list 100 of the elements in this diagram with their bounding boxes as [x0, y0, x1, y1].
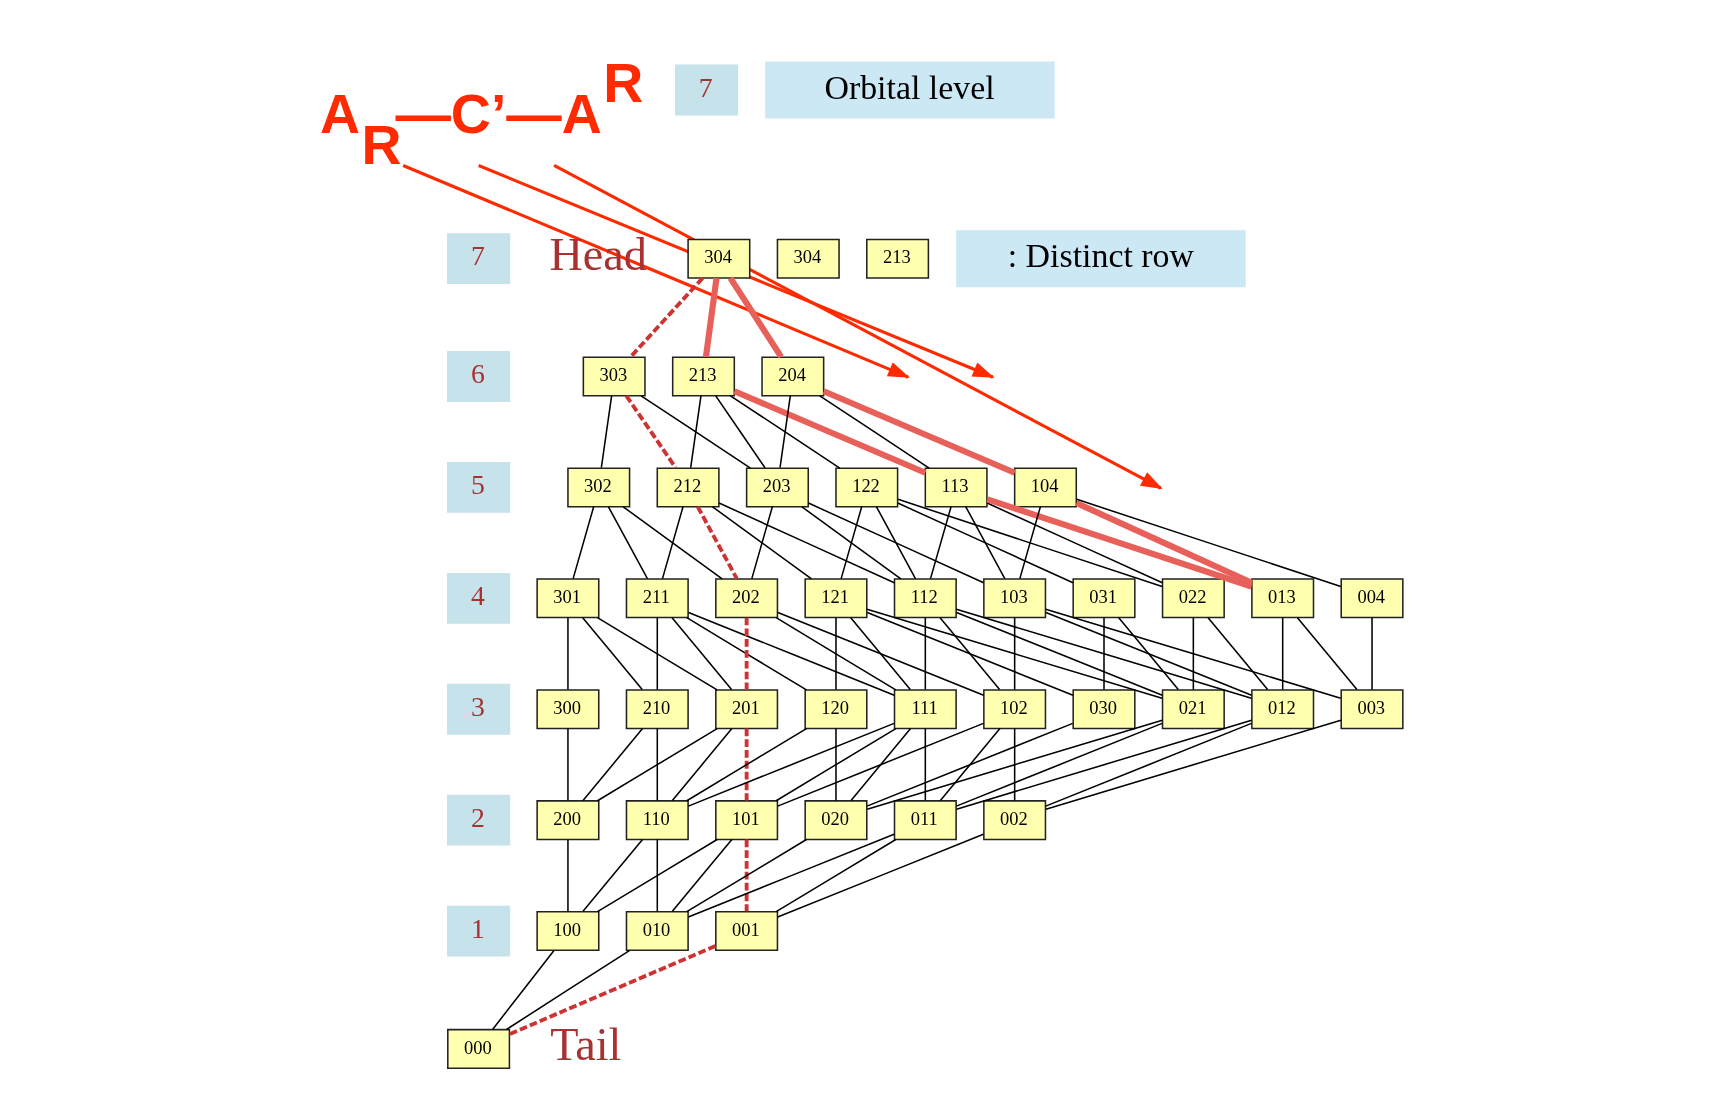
node-box: 201 [715, 689, 779, 730]
connector [711, 506, 813, 580]
connector [1045, 611, 1253, 696]
node-box: 101 [715, 800, 779, 841]
node-box: 100 [536, 911, 600, 952]
connector [775, 727, 897, 802]
connector [897, 502, 1074, 584]
connector [607, 506, 649, 580]
connector [687, 833, 895, 918]
node-box: 203 [745, 467, 809, 508]
node-box: 112 [893, 578, 957, 619]
node-box: Orbital level [765, 61, 1055, 119]
node-box: 200 [536, 800, 600, 841]
node-box: 304 [687, 238, 751, 279]
node-box: : Distinct row [956, 230, 1246, 288]
node-box: 304 [776, 238, 840, 279]
node-box: 003 [1340, 689, 1404, 730]
connector [1045, 719, 1342, 810]
connector [939, 616, 1001, 691]
connector [505, 949, 631, 1031]
node-box: 121 [804, 578, 868, 619]
connector [596, 616, 718, 691]
connector [1076, 498, 1342, 588]
node-box: 022 [1161, 578, 1225, 619]
connector [686, 616, 808, 691]
connector [822, 388, 1016, 476]
connector [850, 727, 912, 802]
connector [629, 276, 704, 359]
connector [622, 506, 723, 580]
connector [965, 506, 1006, 580]
node-box: 010 [625, 911, 689, 952]
connector [733, 388, 927, 476]
connector [567, 616, 569, 691]
connector [1013, 727, 1016, 802]
connector [687, 722, 895, 807]
connector [1192, 616, 1195, 691]
node-box: 213 [671, 356, 736, 397]
connector [819, 395, 930, 469]
connector [924, 616, 927, 691]
connector [1075, 500, 1253, 586]
connector [671, 838, 733, 913]
node-box: 001 [715, 911, 779, 952]
connector [1103, 616, 1105, 691]
connector [744, 617, 749, 690]
connector [744, 728, 749, 801]
node-box: 7 [675, 64, 739, 116]
node-box: 120 [804, 689, 868, 730]
node-box: 210 [625, 689, 689, 730]
connector [775, 838, 897, 913]
connector [596, 838, 718, 913]
node-box: 012 [1251, 689, 1315, 730]
connector [1118, 616, 1180, 691]
node-box: 013 [1251, 578, 1315, 619]
connector [567, 727, 569, 802]
node-box: 103 [983, 578, 1047, 619]
connector [751, 506, 774, 580]
node-box: 303 [582, 356, 646, 397]
connector [572, 506, 595, 580]
connector [689, 395, 702, 469]
node-box: 002 [983, 800, 1047, 841]
connector [849, 616, 911, 691]
connector [1019, 506, 1042, 580]
connector [714, 395, 766, 469]
connector [640, 395, 752, 469]
connector [656, 616, 659, 691]
node-box: 211 [625, 578, 689, 619]
connector [656, 727, 659, 802]
connector [729, 395, 841, 469]
node-box: 6 [447, 351, 511, 402]
connector [776, 722, 985, 807]
connector [955, 722, 1163, 807]
connector [986, 502, 1164, 584]
node-box: 113 [924, 467, 988, 508]
connector [727, 276, 784, 359]
connector [866, 611, 1074, 696]
node-box: 2 [447, 794, 511, 846]
node-box: 111 [893, 689, 957, 730]
connector [702, 277, 720, 358]
node-box: 212 [656, 467, 720, 508]
node-box: 301 [536, 578, 600, 619]
connector [801, 506, 902, 580]
connector [744, 839, 749, 912]
connector [835, 616, 837, 691]
connector [656, 838, 659, 913]
connector [1013, 616, 1016, 691]
connector [866, 719, 1164, 810]
connector [1207, 616, 1269, 691]
connector [508, 944, 717, 1036]
node-box: 300 [536, 689, 600, 730]
node-box: 000 [447, 1028, 511, 1069]
connector [840, 506, 863, 580]
connector [687, 611, 895, 696]
connector [777, 611, 985, 696]
connector [835, 727, 837, 802]
node-box: 213 [866, 238, 930, 279]
connector [1044, 722, 1253, 807]
connector [671, 727, 733, 802]
connector [929, 506, 952, 580]
connector [686, 727, 808, 802]
connector [581, 616, 643, 691]
